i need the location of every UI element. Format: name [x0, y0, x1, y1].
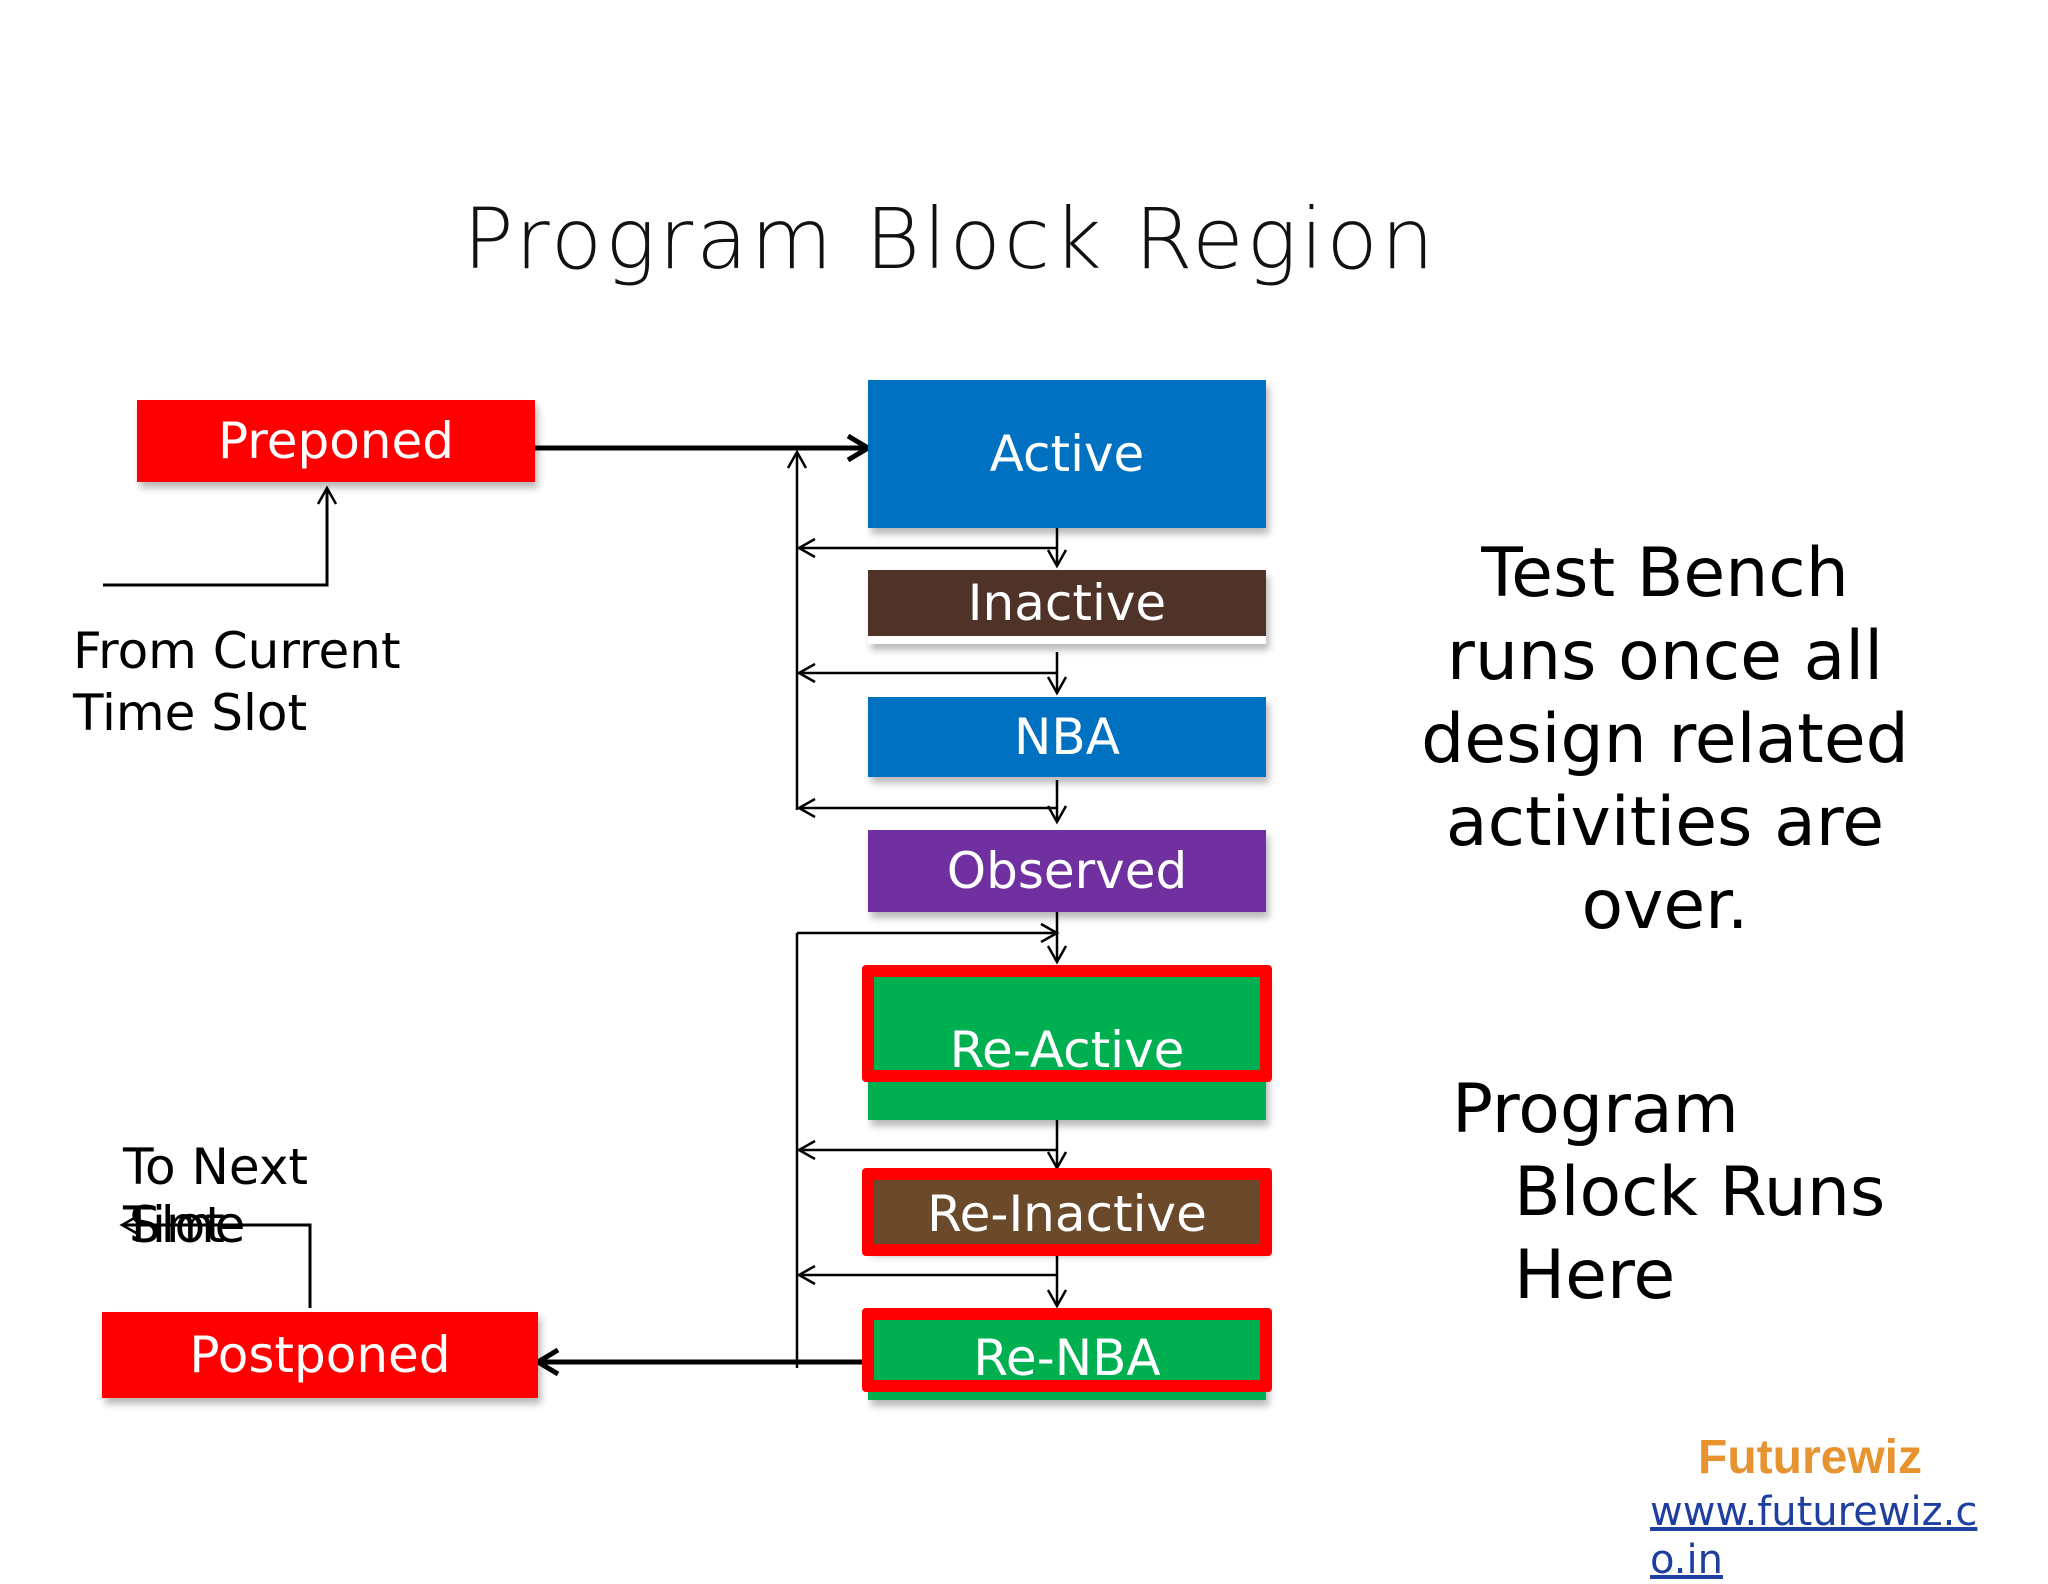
- reinactive-highlight-frame: [862, 1168, 1272, 1256]
- brand-url-link[interactable]: www.futurewiz.co.in: [1650, 1489, 1978, 1583]
- reactive-region: Re-Active: [868, 975, 1266, 1120]
- tb-line3: design related: [1421, 700, 1909, 779]
- active-region: Active: [868, 380, 1266, 528]
- observed-label: Observed: [946, 842, 1188, 900]
- reinactive-region: Re-Inactive: [868, 1178, 1266, 1250]
- program-block-note: Program Block Runs Here: [1452, 1068, 1885, 1317]
- to-next-slot-arrow: [119, 1214, 312, 1308]
- tb-line4: activities are: [1445, 783, 1885, 862]
- to-label-line1: To Next: [123, 1138, 309, 1196]
- test-bench-note: Test Bench runs once all design related …: [1405, 532, 1925, 947]
- from-label-line2: Time Slot: [73, 684, 308, 742]
- inactive-region: Inactive: [868, 570, 1266, 644]
- to-next-slot-label: To Next Time Slot: [123, 1136, 308, 1256]
- renba-highlight-frame: [862, 1308, 1272, 1392]
- postponed-label: Postponed: [189, 1326, 451, 1384]
- preponed-label: Preponed: [217, 412, 454, 470]
- inactive-label: Inactive: [967, 574, 1167, 632]
- tb-line5: over.: [1581, 866, 1749, 945]
- reinactive-label: Re-Inactive: [927, 1185, 1207, 1243]
- pb-line2: Block Runs: [1514, 1153, 1886, 1232]
- pb-line1: Program: [1452, 1070, 1739, 1149]
- reactive-label: Re-Active: [949, 1021, 1185, 1079]
- to-label-line3: Slot: [129, 1196, 225, 1254]
- postponed-region: Postponed: [102, 1312, 538, 1398]
- from-current-slot-arrow: [103, 485, 338, 587]
- observed-region: Observed: [868, 830, 1266, 912]
- tb-line2: runs once all: [1446, 617, 1884, 696]
- to-label-line2: Time: [123, 1196, 246, 1254]
- brand-name: Futurewiz: [1698, 1431, 1922, 1484]
- reactive-highlight-frame: [862, 965, 1272, 1082]
- pb-line3: Here: [1514, 1236, 1676, 1315]
- from-current-slot-label: From Current Time Slot: [73, 620, 401, 744]
- preponed-region: Preponed: [137, 400, 535, 482]
- nba-label: NBA: [1014, 708, 1120, 766]
- active-label: Active: [989, 425, 1145, 483]
- nba-region: NBA: [868, 697, 1266, 777]
- tb-line1: Test Bench: [1481, 534, 1849, 613]
- flow-arrows: [103, 0, 1068, 1536]
- renba-label: Re-NBA: [973, 1329, 1161, 1387]
- page-title: Program Block Region: [462, 190, 1438, 288]
- from-label-line1: From Current: [73, 622, 401, 680]
